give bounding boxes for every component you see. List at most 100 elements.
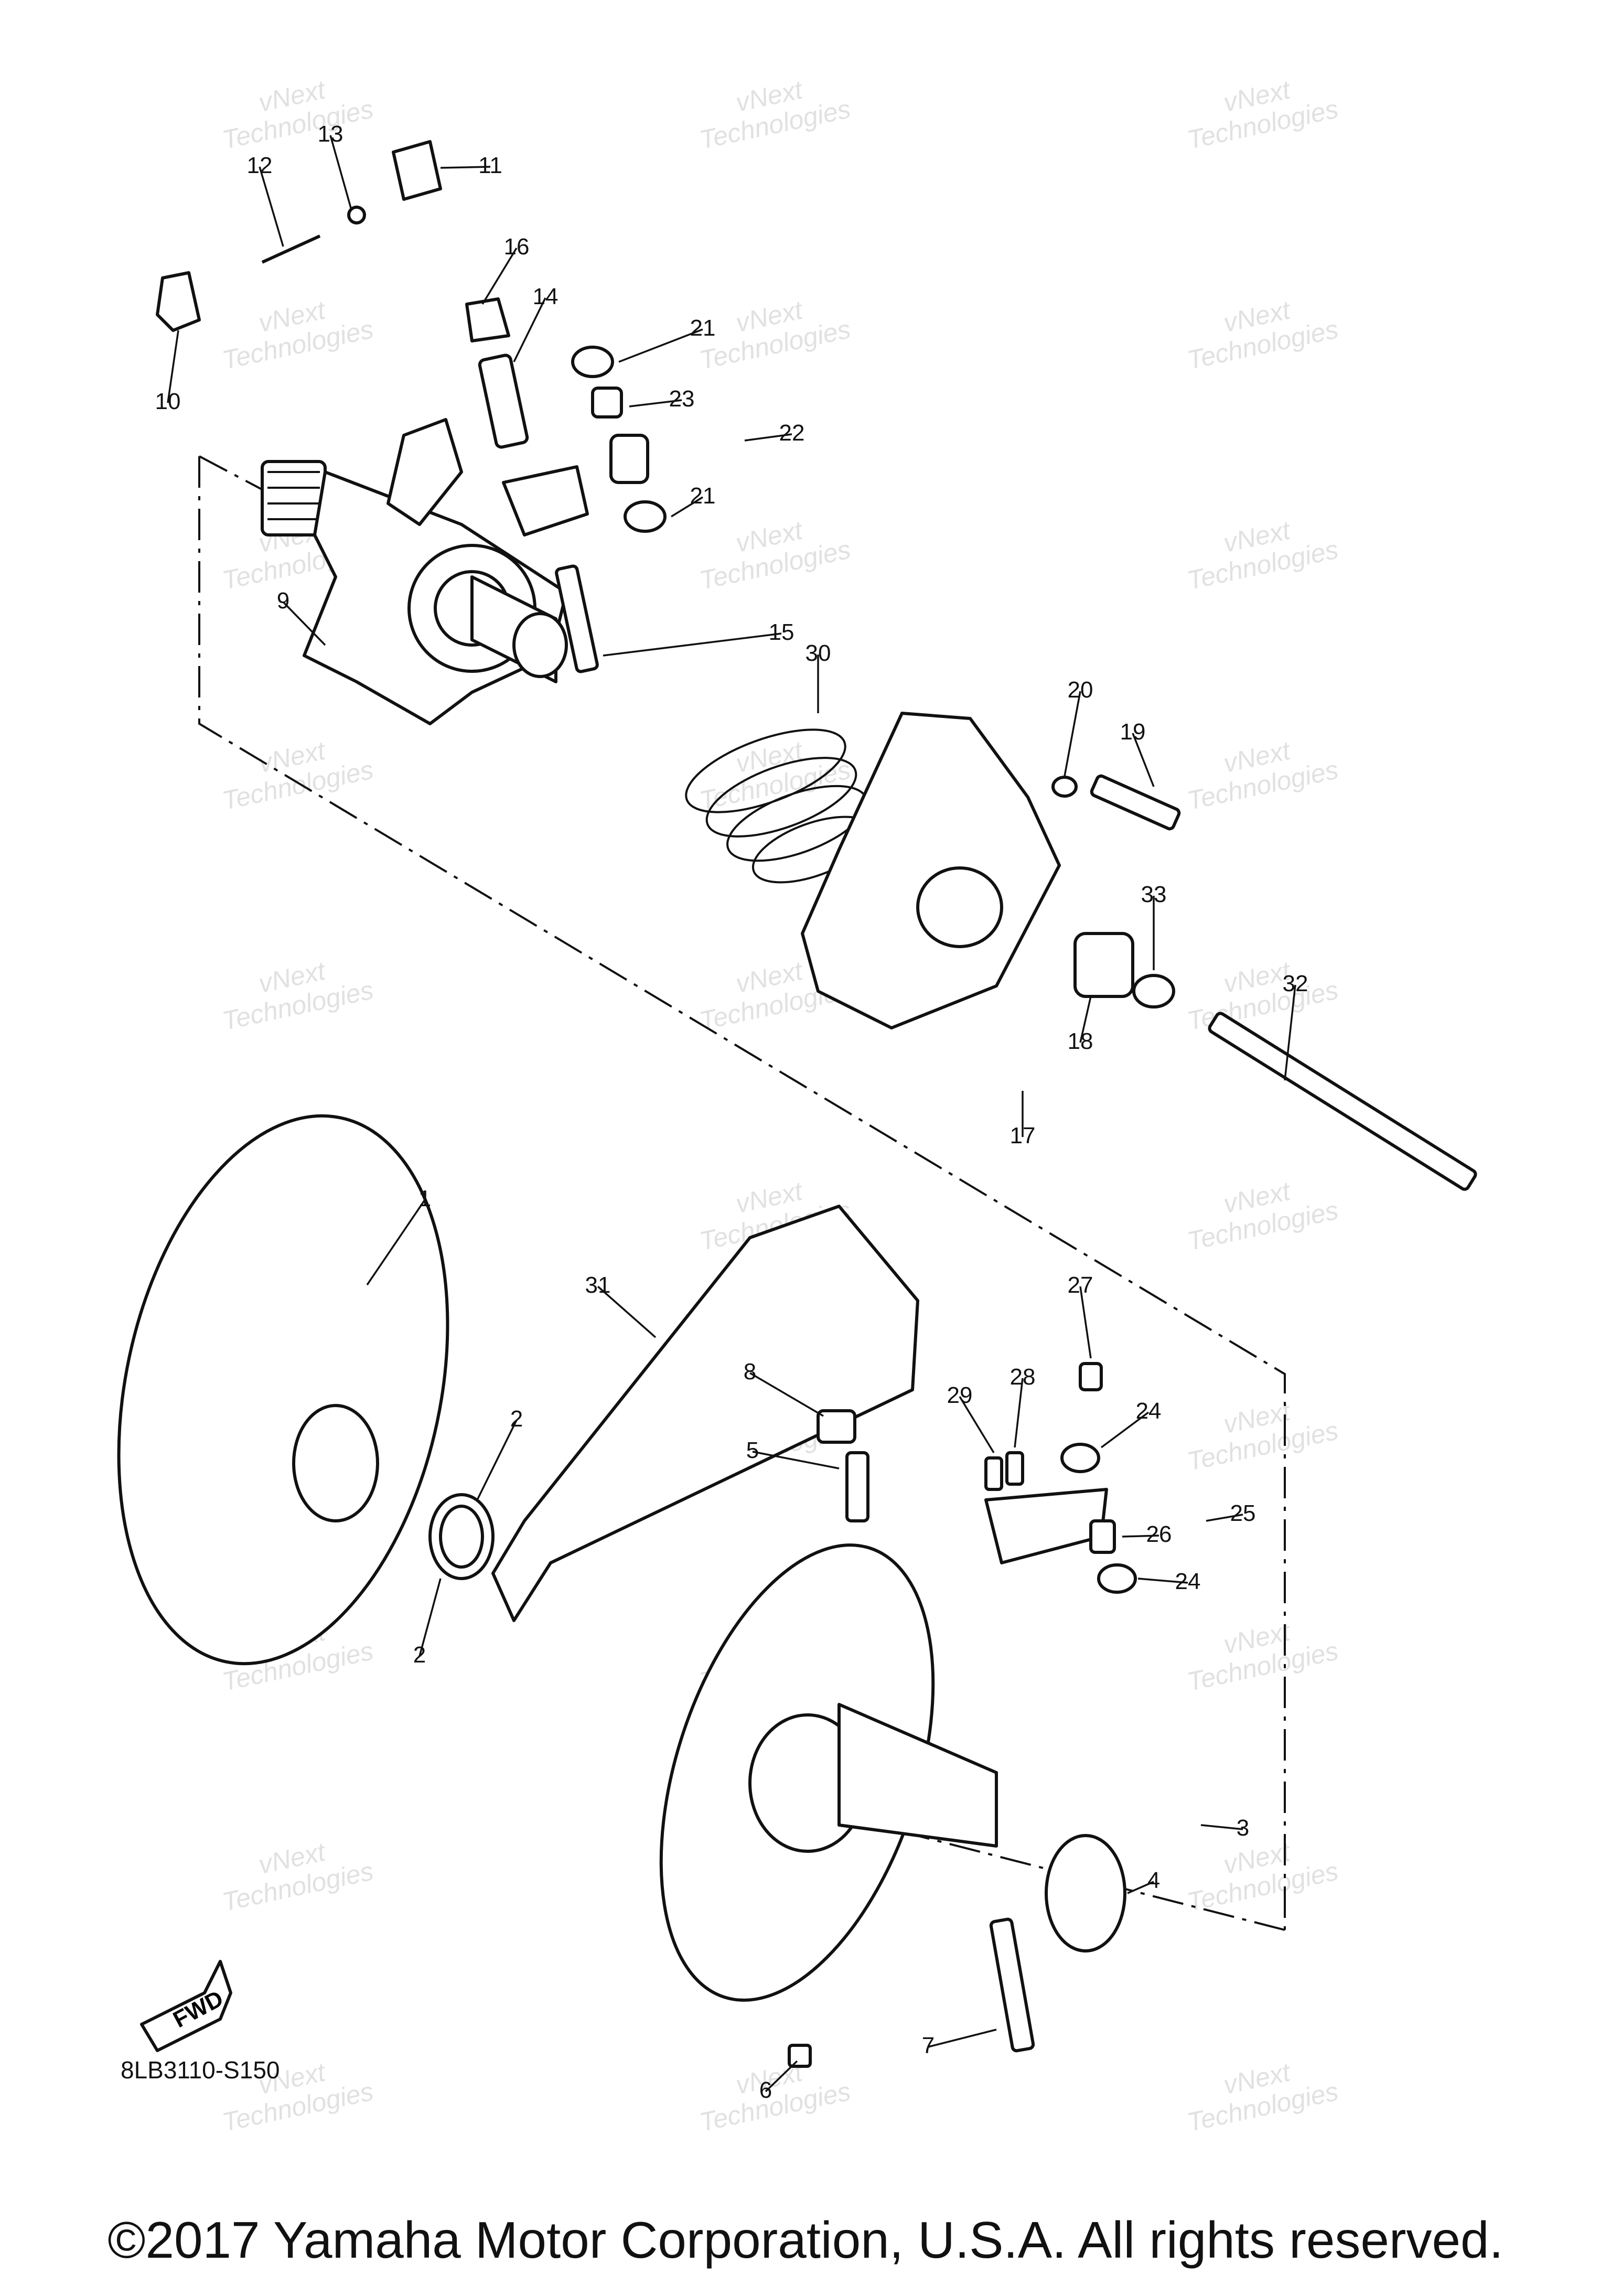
leader-line [1064,691,1081,777]
leader-line [282,601,326,646]
diagram-code: 8LB3110-S150 [121,2056,280,2084]
callout-19: 19 [1120,719,1146,745]
drive-belt-31 [491,1205,919,1622]
callout-3: 3 [1237,1815,1249,1841]
pin-5 [845,1451,869,1522]
leader-line [440,166,491,169]
washer-24a [1060,1443,1100,1473]
spider-hub-9 [261,418,589,725]
callout-22: 22 [779,420,805,446]
leader-line [765,2060,798,2093]
callout-9: 9 [277,588,289,614]
slider-6 [788,2044,812,2068]
leader-line [1132,733,1155,787]
bolt-32 [1208,1012,1477,1191]
callout-30: 30 [806,640,831,666]
screw-28 [1005,1451,1024,1486]
nut-16 [465,297,510,342]
collar-23 [591,387,623,419]
leader-line [1284,984,1296,1081]
copyright-notice: ©2017 Yamaha Motor Corporation, U.S.A. A… [108,2211,1503,2269]
leader-line [513,297,546,362]
bushing-4 [1045,1834,1126,1952]
roller-22 [609,434,649,484]
callout-1: 1 [418,1186,431,1211]
bolt-15 [555,564,599,673]
leader-line [481,248,518,305]
callout-10: 10 [155,389,181,414]
cover-17 [801,712,1061,1029]
leader-line [749,1372,824,1417]
ring-13 [347,206,366,224]
leader-lines [167,135,1296,2093]
callout-7: 7 [922,2033,935,2058]
leader-line [629,399,682,407]
callout-15: 15 [769,619,794,645]
callout-25: 25 [1230,1500,1256,1526]
callout-23: 23 [669,386,695,412]
leader-line [1137,1578,1188,1584]
weight-11 [392,140,442,201]
screw-29 [984,1456,1003,1491]
callout-20: 20 [1068,677,1093,703]
callout-2: 2 [510,1406,523,1432]
leader-line [1122,1535,1159,1538]
leader-line [618,328,703,363]
leader-line [1200,1824,1243,1830]
washer-21b [624,500,667,533]
bolt-7 [989,1917,1035,2053]
leader-line [959,1396,995,1453]
washer-20 [1051,776,1078,798]
leader-line [476,1420,518,1500]
washer-21a [571,346,614,378]
ramp-25 [984,1488,1108,1564]
leader-line [1014,1378,1024,1448]
washer-24b [1097,1563,1137,1594]
leader-line [366,1199,426,1285]
washer-33 [1132,974,1175,1008]
leader-line [603,632,782,657]
callout-12: 12 [247,153,273,178]
weight-10 [156,271,201,332]
callout-31: 31 [585,1272,611,1298]
leader-line [597,1285,657,1338]
callout-14: 14 [533,284,559,309]
fwd-arrow-icon: FWD [140,1960,232,2052]
bolt-19 [1090,774,1181,831]
collar-26 [1089,1519,1116,1554]
leader-line [329,135,352,210]
screw-27 [1079,1362,1103,1391]
leader-line [928,2029,997,2048]
sheave-3 [659,1543,998,2002]
leader-line [167,330,179,403]
leader-line [418,1578,442,1657]
leader-line [1079,1286,1092,1359]
callout-21: 21 [690,315,716,341]
leader-line [1127,1881,1154,1894]
callout-6: 6 [759,2077,772,2103]
leader-line [259,166,284,247]
callout-24: 24 [1175,1569,1201,1594]
callout-2: 2 [413,1642,426,1668]
bushing-18 [1073,932,1134,998]
callout-28: 28 [1010,1364,1036,1390]
leader-line [1100,1411,1150,1449]
callout-27: 27 [1068,1272,1093,1298]
callout-4: 4 [1147,1868,1160,1893]
callout-29: 29 [947,1382,973,1408]
callout-11: 11 [478,153,502,178]
sheave-1 [117,1114,449,1666]
